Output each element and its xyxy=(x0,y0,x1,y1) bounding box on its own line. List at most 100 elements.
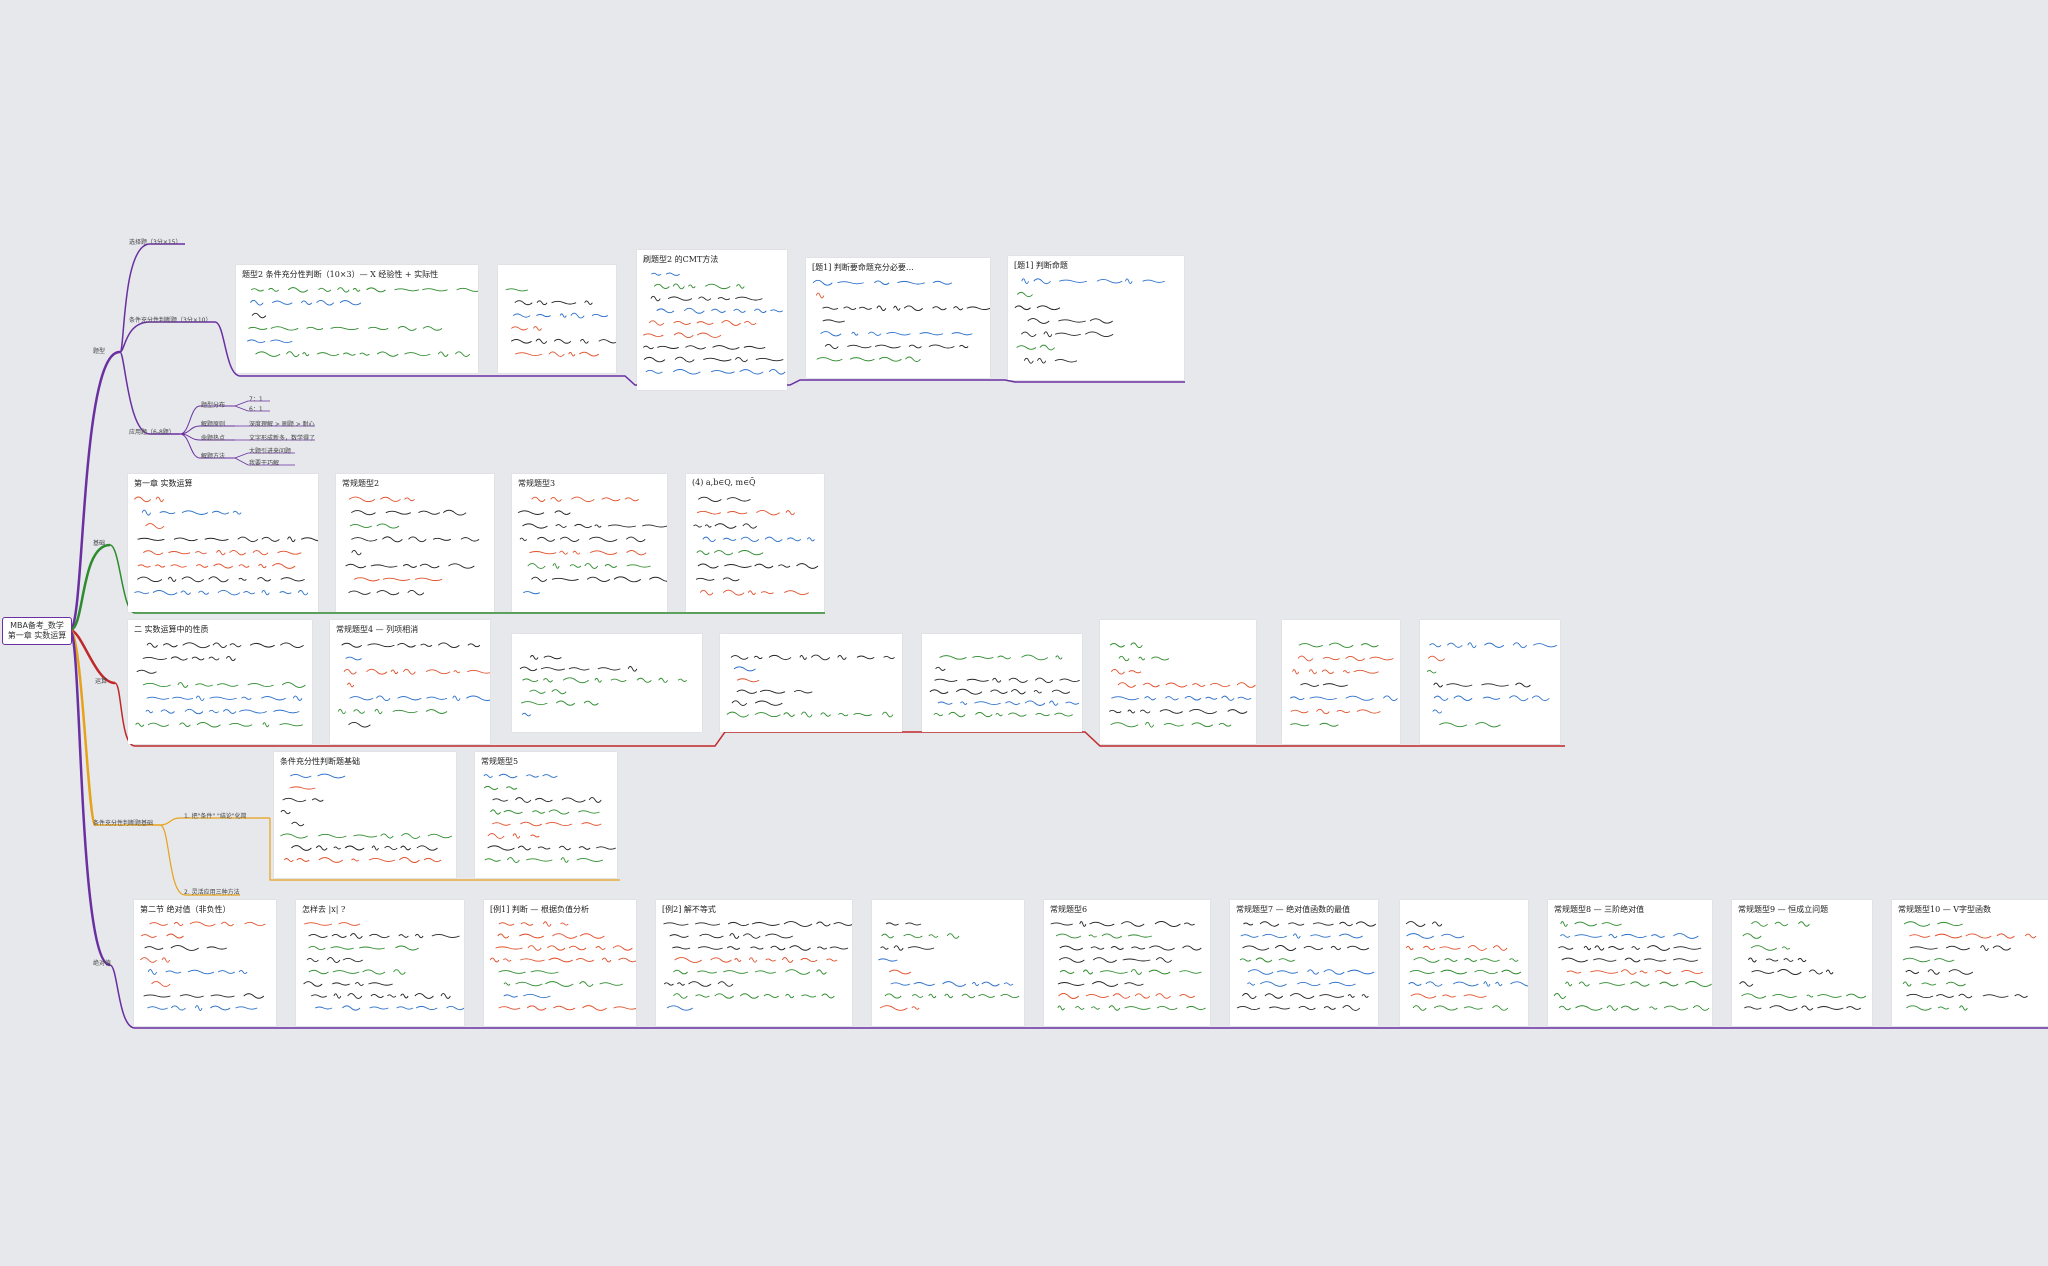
note-image-card[interactable]: 常规题型8 — 三阶绝对值 xyxy=(1548,900,1712,1026)
note-card-title: 题型2 条件充分性判断（10×3）— X 经验性 + 实际性 xyxy=(242,270,439,279)
handwritten-notes xyxy=(140,921,266,1011)
note-image-card[interactable]: 常规题型4 — 列项相消 xyxy=(330,620,490,744)
note-image-card[interactable]: (4) a,b∈Q, m∈Q̄ xyxy=(686,474,824,612)
branch-operations[interactable]: 运算 xyxy=(95,678,108,685)
note-image-card[interactable]: 常规题型5 xyxy=(475,752,617,878)
handwritten-notes xyxy=(1739,921,1867,1011)
root-subtitle: 第一章 实数运算 xyxy=(7,631,67,640)
node-approach-1[interactable]: 深度理解 > 刷题 > 耐心 xyxy=(249,421,315,428)
handwritten-notes xyxy=(726,654,895,718)
handwritten-notes xyxy=(135,642,306,728)
note-card-title: 常规题型6 xyxy=(1050,905,1088,914)
branch-absolute-value[interactable]: 绝对值 xyxy=(93,960,112,967)
note-card-title: 常规题型3 xyxy=(518,479,556,488)
note-image-card[interactable]: 怎样去 |x| ? xyxy=(296,900,464,1026)
handwritten-notes xyxy=(489,921,636,1011)
handwritten-notes xyxy=(345,496,480,596)
handwritten-notes xyxy=(663,921,852,1011)
node-distribution[interactable]: 题型分布 xyxy=(201,402,226,409)
note-card-title: (4) a,b∈Q, m∈Q̄ xyxy=(692,478,756,487)
note-image-card[interactable] xyxy=(1100,620,1256,744)
handwritten-notes xyxy=(1553,921,1712,1011)
note-image-card[interactable] xyxy=(922,634,1082,732)
node-distribution-2[interactable]: 6：1 xyxy=(249,406,263,413)
note-image-card[interactable]: 常规题型7 — 绝对值函数的最值 xyxy=(1230,900,1378,1026)
note-card-title: 怎样去 |x| ? xyxy=(302,905,346,914)
handwritten-notes xyxy=(1050,921,1206,1011)
note-image-card[interactable]: [例2] 解不等式 xyxy=(656,900,852,1026)
note-image-card[interactable]: 常规题型10 — V字型函数 xyxy=(1892,900,2048,1026)
handwritten-notes xyxy=(1109,642,1256,728)
node-hotspots[interactable]: 命题热点 xyxy=(201,435,226,442)
branch-sufficiency-tips[interactable]: 条件充分性判断题基础 xyxy=(93,820,154,827)
note-image-card[interactable] xyxy=(1400,900,1528,1026)
handwritten-notes xyxy=(1426,642,1558,728)
mindmap-root[interactable]: MBA备考_数学 第一章 实数运算 xyxy=(2,617,72,645)
note-image-card[interactable] xyxy=(498,265,616,373)
note-image-card[interactable]: 刷题型2 的CMT方法 xyxy=(637,250,787,390)
node-method-2[interactable]: 我要干巧解 xyxy=(249,460,280,467)
note-card-title: 常规题型8 — 三阶绝对值 xyxy=(1554,905,1645,914)
branch-basics[interactable]: 基础 xyxy=(93,540,106,547)
note-card-title: 常规题型9 — 恒成立问题 xyxy=(1738,905,1829,914)
note-image-card[interactable]: 条件充分性判断题基础 xyxy=(274,752,456,878)
note-image-card[interactable]: [题1] 判断命题 xyxy=(1008,256,1184,380)
node-tip-simplify[interactable]: 1. 把"条件" "结论"化简 xyxy=(184,813,247,820)
node-hotspots-1[interactable]: 文字形成新多，数学得了 xyxy=(249,435,316,442)
handwritten-notes xyxy=(1902,921,2037,1011)
handwritten-notes xyxy=(1289,642,1398,727)
note-image-card[interactable]: 常规题型6 xyxy=(1044,900,1210,1026)
note-card-title: [例1] 判断 — 根据负值分析 xyxy=(490,905,589,914)
handwritten-notes xyxy=(519,655,687,717)
handwritten-notes xyxy=(1014,278,1165,364)
note-card-title: [例2] 解不等式 xyxy=(662,905,716,914)
handwritten-notes xyxy=(337,642,490,728)
handwritten-notes xyxy=(693,496,819,596)
note-card-title: [题1] 判断命题 xyxy=(1014,261,1068,270)
handwritten-notes xyxy=(929,654,1080,718)
node-distribution-1[interactable]: 7：1 xyxy=(249,396,263,403)
note-card-title: [题1] 判断要命题充分必要… xyxy=(812,263,914,272)
note-card-title: 二 实数运算中的性质 xyxy=(134,625,209,634)
note-image-card[interactable] xyxy=(872,900,1024,1026)
note-image-card[interactable]: 常规题型2 xyxy=(336,474,494,612)
node-method[interactable]: 解题方法 xyxy=(201,453,226,460)
note-card-title: 常规题型5 xyxy=(481,757,519,766)
node-method-1[interactable]: 大题引进来问题 xyxy=(249,448,292,455)
note-image-card[interactable]: 第二节 绝对值（非负性） xyxy=(134,900,276,1026)
handwritten-notes xyxy=(483,773,616,863)
note-card-title: 常规题型10 — V字型函数 xyxy=(1898,905,1992,914)
note-image-card[interactable] xyxy=(1282,620,1400,744)
node-tip-three-methods[interactable]: 2. 灵活应用三种方法 xyxy=(184,889,240,896)
node-approach[interactable]: 解题原则 xyxy=(201,421,226,428)
note-card-title: 第二节 绝对值（非负性） xyxy=(140,905,231,914)
node-application-questions[interactable]: 应用题（6-8题） xyxy=(129,429,175,436)
note-image-card[interactable]: [题1] 判断要命题充分必要… xyxy=(806,258,990,378)
note-image-card[interactable]: 二 实数运算中的性质 xyxy=(128,620,312,744)
note-image-card[interactable]: [例1] 判断 — 根据负值分析 xyxy=(484,900,636,1026)
note-card-title: 条件充分性判断题基础 xyxy=(280,757,360,766)
handwritten-notes xyxy=(517,496,667,595)
note-card-title: 第一章 实数运算 xyxy=(134,479,193,488)
handwritten-notes xyxy=(1236,921,1377,1011)
handwritten-notes xyxy=(246,287,478,358)
node-sufficiency-questions[interactable]: 条件充分性判断题（3分×10） xyxy=(129,317,212,324)
root-title: MBA备考_数学 xyxy=(10,621,64,630)
handwritten-notes xyxy=(134,496,318,596)
note-image-card[interactable] xyxy=(720,634,902,732)
note-card-title: 常规题型7 — 绝对值函数的最值 xyxy=(1236,905,1351,914)
handwritten-notes xyxy=(505,288,616,357)
note-image-card[interactable]: 题型2 条件充分性判断（10×3）— X 经验性 + 实际性 xyxy=(236,265,478,373)
branch-exam-types[interactable]: 题型 xyxy=(93,348,106,355)
note-image-card[interactable] xyxy=(1420,620,1560,744)
handwritten-notes xyxy=(280,773,453,863)
handwritten-notes xyxy=(1405,921,1528,1011)
note-image-card[interactable]: 常规题型9 — 恒成立问题 xyxy=(1732,900,1872,1026)
note-card-title: 刷题型2 的CMT方法 xyxy=(643,255,719,264)
note-image-card[interactable] xyxy=(512,634,702,732)
note-image-card[interactable]: 常规题型3 xyxy=(512,474,667,612)
note-image-card[interactable]: 第一章 实数运算 xyxy=(128,474,318,612)
node-choice-questions[interactable]: 选择题（3分×15） xyxy=(129,239,182,246)
